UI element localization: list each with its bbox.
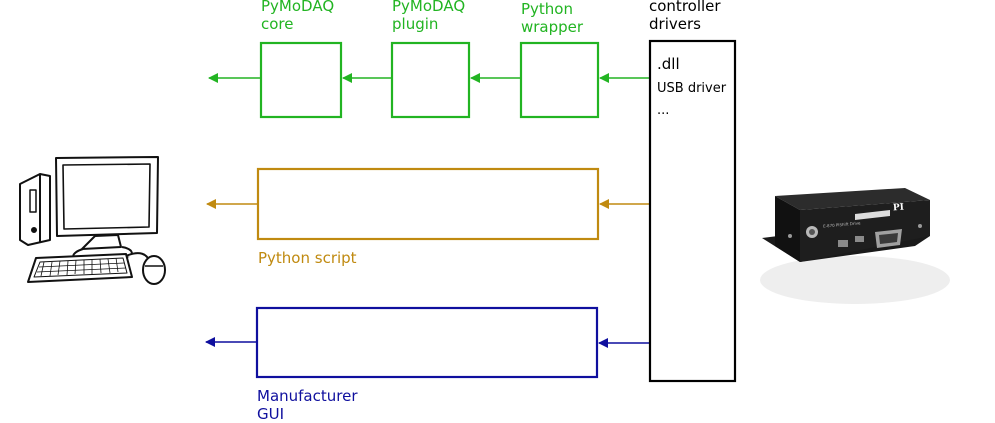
dll-label: .dll <box>657 55 680 73</box>
python-wrapper-box <box>519 41 600 119</box>
usb-driver-label: USB driver <box>657 81 727 96</box>
controller-drivers-box <box>648 39 737 383</box>
device-brand-label: PI <box>892 202 905 214</box>
pymodaq-core-box <box>259 41 343 119</box>
manufacturer-gui-box <box>255 306 599 379</box>
python-script-box <box>256 167 600 241</box>
manufacturer-gui-label: Manufacturer GUI <box>257 387 358 423</box>
ellipsis-label: ... <box>657 103 670 118</box>
desktop-computer-icon <box>19 156 166 285</box>
python-script-label: Python script <box>258 249 357 267</box>
pymodaq-plugin-label: PyMoDAQ plugin <box>392 0 466 33</box>
python-wrapper-label: Python wrapper <box>521 0 584 36</box>
pymodaq-core-label: PyMoDAQ core <box>261 0 335 33</box>
motion-controller-device-icon <box>760 188 950 304</box>
controller-drivers-label: controller drivers <box>649 0 721 33</box>
pymodaq-plugin-box <box>390 41 471 119</box>
